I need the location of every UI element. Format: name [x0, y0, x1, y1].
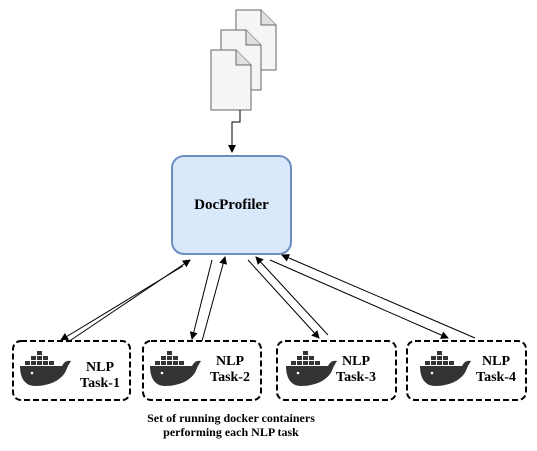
task-3-label-line1: NLP: [342, 354, 370, 369]
task-2-label: NLP Task-2: [200, 354, 260, 386]
docprofiler-node[interactable]: [171, 155, 292, 255]
arrow-profiler-to-task-3: [247, 259, 320, 339]
task-3-label: NLP Task-3: [326, 354, 386, 386]
docker-whale-icon: [420, 351, 471, 386]
task-2-label-line1: NLP: [216, 354, 244, 369]
docprofiler-label: DocProfiler: [194, 196, 269, 213]
arrow-task-3-to-profiler: [255, 256, 329, 336]
arrow-task-2-to-profiler: [201, 256, 228, 342]
docker-whale-icon: [20, 351, 71, 386]
task-1-label: NLP Task-1: [70, 360, 130, 392]
task-1-label-line2: Task-1: [80, 376, 120, 391]
task-1-label-line1: NLP: [86, 360, 114, 375]
documents-icon: [210, 9, 277, 111]
task-box-1[interactable]: [12, 340, 131, 401]
task-4-label-line1: NLP: [482, 354, 510, 369]
diagram-caption: Set of running docker containers perform…: [100, 411, 362, 439]
docker-whale-icon: [150, 351, 201, 386]
arrow-profiler-to-task-4: [269, 259, 449, 339]
task-4-label: NLP Task-4: [466, 354, 526, 386]
task-2-label-line2: Task-2: [210, 370, 250, 385]
arrow-profiler-to-task-2: [189, 259, 213, 340]
task-4-label-line2: Task-4: [476, 370, 516, 385]
caption-line1: Set of running docker containers: [147, 411, 315, 425]
input-arrow: [228, 110, 241, 153]
task-3-label-line2: Task-3: [336, 370, 376, 385]
task-box-4[interactable]: [406, 340, 527, 401]
arrow-task-4-to-profiler: [281, 254, 476, 339]
arrow-task-1-to-profiler: [67, 259, 191, 343]
caption-line2: performing each NLP task: [163, 425, 299, 439]
task-box-3[interactable]: [276, 340, 397, 401]
